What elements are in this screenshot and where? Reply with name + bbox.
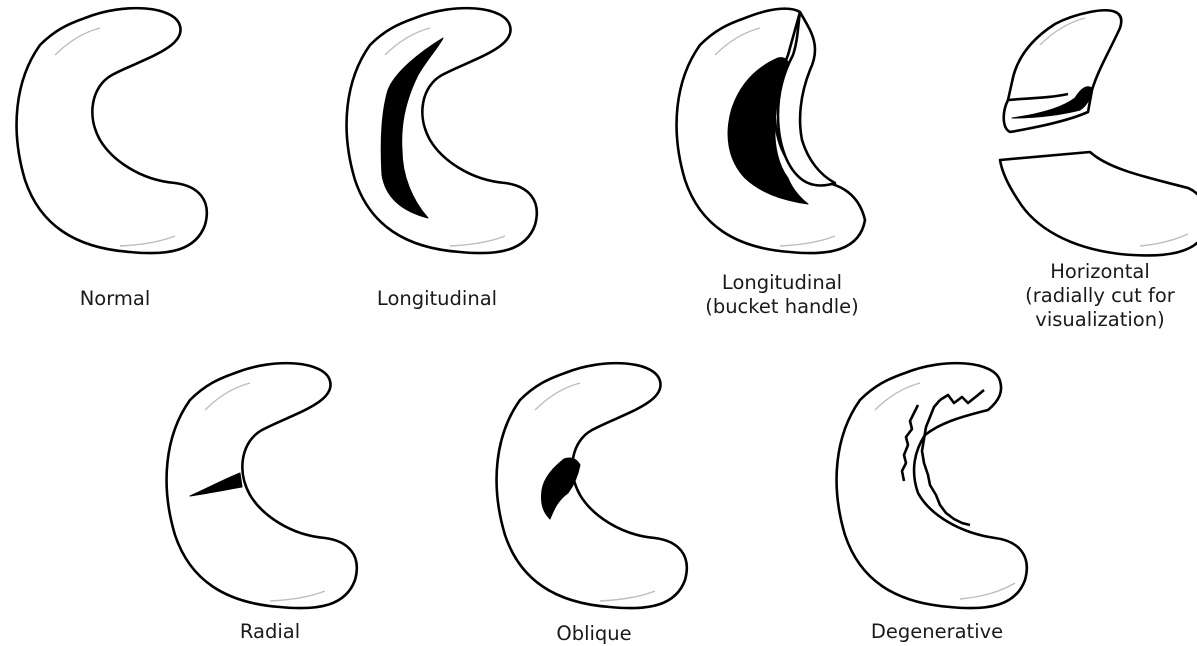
label-longitudinal: Longitudinal [377,287,497,311]
meniscus-degenerative [837,363,1027,608]
label-bucket-handle: Longitudinal (bucket handle) [705,271,859,319]
meniscus-radial [167,363,357,608]
meniscus-oblique [497,363,687,608]
meniscus-bucket-handle [677,9,865,253]
label-normal: Normal [80,287,151,311]
label-horizontal-line3: visualization) [1025,308,1175,332]
label-horizontal-line1: Horizontal [1025,260,1175,284]
label-bucket-handle-line1: Longitudinal [705,271,859,295]
label-horizontal: Horizontal (radially cut for visualizati… [1025,260,1175,332]
meniscus-longitudinal [347,8,537,253]
label-radial: Radial [240,620,300,644]
label-horizontal-line2: (radially cut for [1025,284,1175,308]
meniscus-normal [17,8,207,253]
label-oblique: Oblique [556,622,631,646]
meniscus-horizontal [1000,10,1197,255]
label-bucket-handle-line2: (bucket handle) [705,295,859,319]
label-degenerative: Degenerative [871,620,1003,644]
